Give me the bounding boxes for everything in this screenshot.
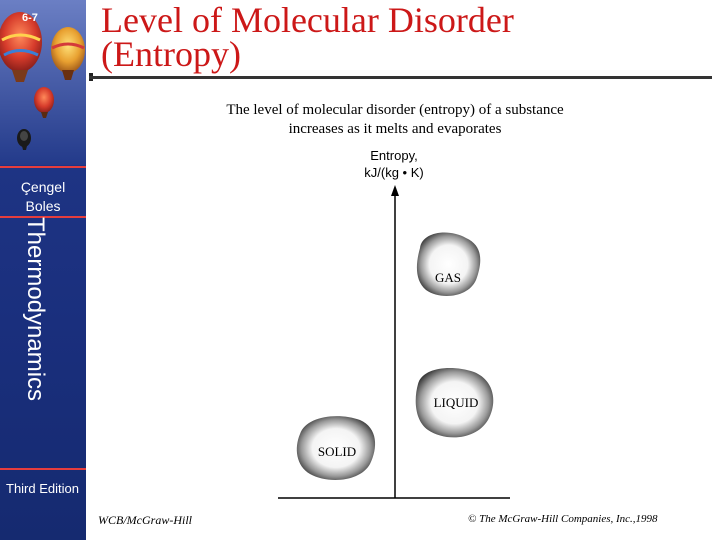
solid-blob xyxy=(296,416,376,480)
book-title: Thermodynamics xyxy=(22,217,49,402)
figure-caption: The level of molecular disorder (entropy… xyxy=(150,101,640,139)
gas-label: GAS xyxy=(435,270,461,285)
liquid-blob xyxy=(415,368,494,438)
caption-line1: The level of molecular disorder (entropy… xyxy=(226,102,564,118)
caption-line2: increases as it melts and evaporates xyxy=(288,121,502,137)
y-axis-arrowhead xyxy=(391,185,399,196)
axis-label-line2: kJ/(kg • K) xyxy=(364,165,423,180)
liquid-label: LIQUID xyxy=(434,395,479,410)
solid-label: SOLID xyxy=(318,444,356,459)
title-underline xyxy=(89,76,712,79)
author-name-2: Boles xyxy=(25,198,61,214)
slide-title: Level of Molecular Disorder (Entropy) xyxy=(101,0,701,74)
copyright-notice: © The McGraw-Hill Companies, Inc.,1998 xyxy=(468,513,658,525)
hot-air-balloons-image xyxy=(0,0,86,165)
sidebar-divider xyxy=(0,166,86,168)
gas-blob xyxy=(416,232,481,296)
axis-label-line1: Entropy, xyxy=(370,148,417,163)
sidebar: 6-7 Çengel Boles Thermodynamics Third Ed… xyxy=(0,0,86,540)
edition-label: Third Edition xyxy=(6,481,79,496)
author-name: Çengel xyxy=(20,179,66,195)
slide-title-line2: (Entropy) xyxy=(101,34,241,74)
sidebar-divider-2 xyxy=(0,216,86,218)
slide-number: 6-7 xyxy=(22,12,38,24)
publisher-label: WCB/McGraw-Hill xyxy=(98,513,192,527)
slide-title-line1: Level of Molecular Disorder xyxy=(101,0,514,40)
sidebar-divider-3 xyxy=(0,468,86,470)
entropy-figure: Entropy, kJ/(kg • K) GAS LIQUID SOLID xyxy=(278,148,510,499)
